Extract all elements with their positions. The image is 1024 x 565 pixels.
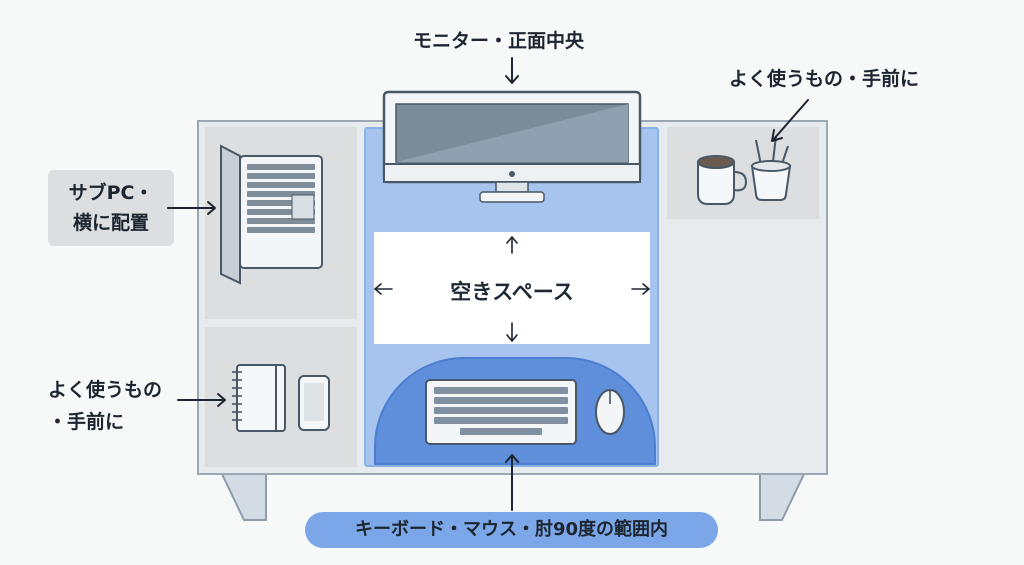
keyboard-mouse-label: キーボード・マウス・肘90度の範囲内: [305, 512, 718, 548]
free-space-label: 空きスペース: [450, 280, 574, 304]
sub-pc-label-box: サブPC・ 横に配置: [48, 170, 174, 246]
monitor-label: モニター・正面中央: [413, 30, 585, 52]
left-bottom-label: よく使うもの ・手前に: [48, 374, 162, 438]
left-bottom-label-line2: ・手前に: [48, 411, 125, 433]
sub-pc-label-line1: サブPC・: [68, 182, 154, 204]
top-right-label: よく使うもの・手前に: [729, 68, 920, 90]
sub-pc-label-line2: 横に配置: [72, 212, 149, 234]
right-items-zone: [667, 127, 819, 219]
left-bottom-label-line1: よく使うもの: [48, 379, 163, 401]
